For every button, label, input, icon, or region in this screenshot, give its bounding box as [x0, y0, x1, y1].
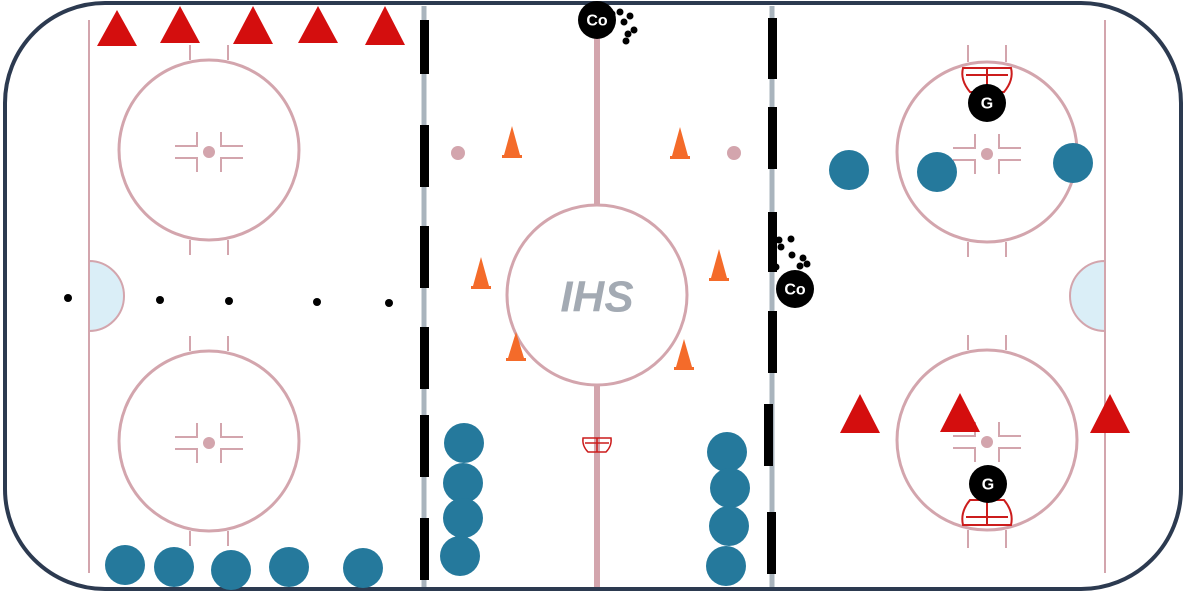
player-icon — [1053, 143, 1093, 183]
red-cone-icon — [1090, 394, 1130, 433]
goal-net-icon — [961, 499, 1013, 526]
goal-crease-right — [1069, 259, 1106, 333]
barrier-icon — [767, 512, 776, 574]
red-cone-icon — [940, 393, 980, 432]
puck-icon — [620, 18, 628, 26]
goalie-icon: G — [968, 84, 1006, 122]
barrier-icon — [420, 20, 429, 74]
goal-crease-left — [88, 259, 125, 333]
puck-icon — [775, 236, 783, 244]
barrier-right-line — [764, 18, 777, 574]
player-icon — [710, 468, 750, 508]
player-icon — [105, 545, 145, 585]
puck-icon — [156, 296, 164, 304]
orange-cone-icon — [674, 339, 694, 370]
coach-icon: Co — [578, 1, 616, 39]
player-icon — [706, 546, 746, 586]
player-icon — [709, 506, 749, 546]
red-cone-icon — [97, 10, 137, 46]
player-icon — [443, 498, 483, 538]
faceoff-circle-bottom-left — [117, 336, 301, 546]
puck-icon — [787, 235, 795, 243]
barrier-icon — [420, 518, 429, 580]
puck-icon — [630, 26, 638, 34]
center-circle — [505, 203, 689, 387]
player-icon — [343, 548, 383, 588]
red-cone-icon — [233, 6, 273, 44]
faceoff-circle-top-left — [117, 45, 301, 255]
player-icon — [829, 150, 869, 190]
barrier-icon — [768, 311, 777, 373]
svg-text:G: G — [982, 477, 994, 494]
barrier-icon — [768, 18, 777, 79]
puck-pile — [772, 235, 811, 271]
puck-icon — [225, 297, 233, 305]
puck-icon — [624, 30, 632, 38]
orange-cone-icon — [502, 126, 522, 158]
orange-cone-icon — [471, 257, 491, 289]
puck-icon — [616, 8, 624, 16]
svg-text:Co: Co — [784, 282, 806, 299]
red-cone-icon — [840, 394, 880, 433]
player-icon — [154, 547, 194, 587]
puck-icon — [788, 251, 796, 259]
orange-cone-icon — [506, 332, 526, 361]
player-icon — [917, 152, 957, 192]
player-icon — [707, 432, 747, 472]
puck-icon — [622, 37, 630, 45]
player-icon — [211, 550, 251, 590]
center-logo: IHS — [560, 273, 633, 322]
svg-text:G: G — [981, 96, 993, 113]
puck-icon — [772, 263, 780, 271]
puck-icon — [64, 294, 72, 302]
faceoff-circle-bottom-right — [895, 335, 1079, 548]
puck-icon — [385, 299, 393, 307]
puck-icon — [777, 243, 785, 251]
red-cone-icon — [365, 6, 405, 45]
puck-icon — [796, 262, 804, 270]
neutral-faceoff-dot — [451, 146, 465, 160]
red-cone-icon — [160, 6, 200, 43]
puck-icon — [313, 298, 321, 306]
svg-text:Co: Co — [586, 13, 608, 30]
red-cone-icon — [298, 6, 338, 43]
puck-icon — [803, 260, 811, 268]
orange-cone-icon — [670, 127, 690, 159]
puck-icon — [799, 254, 807, 262]
goalie-icon: G — [969, 465, 1007, 503]
coach-icon: Co — [776, 270, 814, 308]
player-icon — [440, 536, 480, 576]
neutral-faceoff-dot — [727, 146, 741, 160]
barrier-icon — [768, 212, 777, 272]
player-icon — [269, 547, 309, 587]
barrier-icon — [420, 226, 429, 288]
player-icon — [444, 423, 484, 463]
barrier-icon — [764, 404, 773, 466]
barrier-icon — [420, 125, 429, 187]
goal-net-icon — [582, 437, 612, 453]
player-icon — [443, 463, 483, 503]
barrier-icon — [420, 415, 429, 477]
barrier-left-line — [420, 20, 429, 580]
barrier-icon — [420, 327, 429, 389]
barrier-icon — [768, 107, 777, 169]
puck-icon — [626, 12, 634, 20]
orange-cone-icon — [709, 249, 729, 281]
